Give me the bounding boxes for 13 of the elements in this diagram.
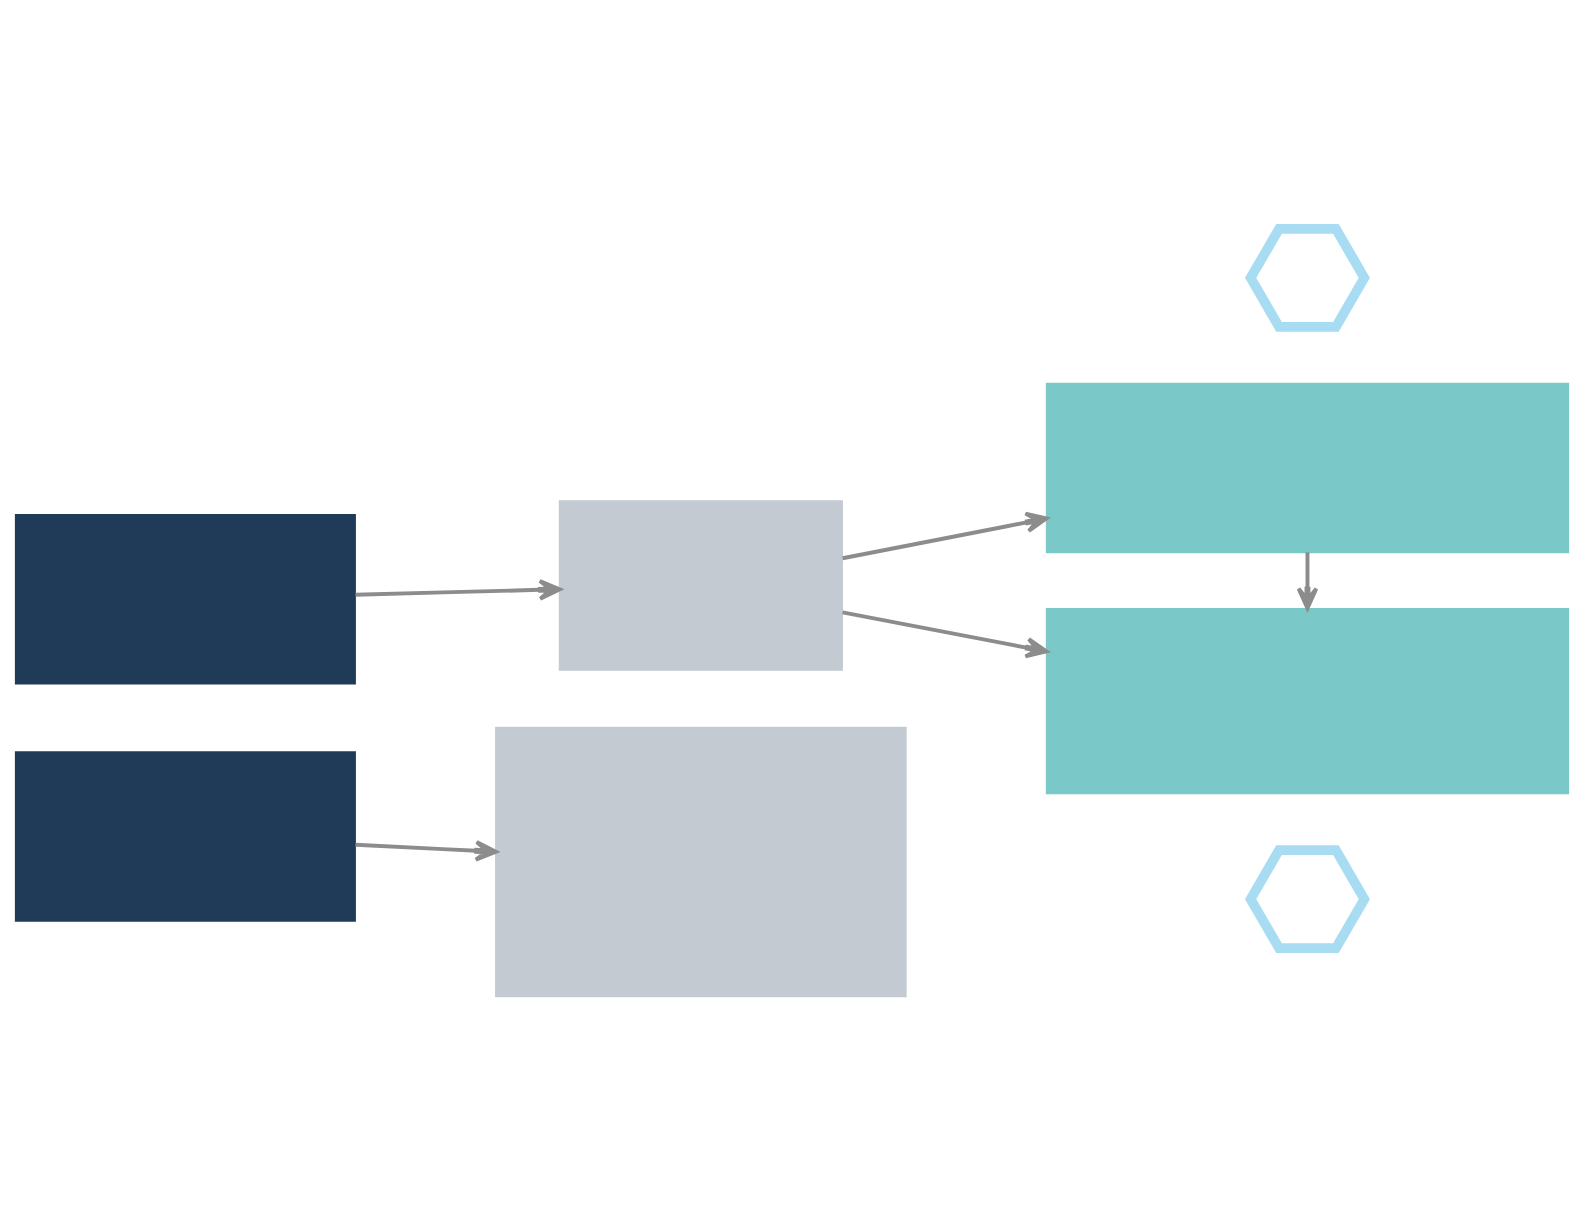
arrow [842, 609, 1049, 658]
node-box [1045, 382, 1570, 553]
arrow [1296, 551, 1319, 610]
arrow [355, 578, 562, 601]
node-box [14, 513, 356, 685]
node-box [1045, 607, 1570, 794]
arrow [842, 511, 1049, 560]
node-hexagon [1244, 223, 1370, 332]
node-box [558, 499, 843, 671]
node-box [14, 750, 356, 922]
node-hexagon [1244, 844, 1370, 953]
node-box [495, 726, 907, 997]
arrow [355, 839, 498, 862]
